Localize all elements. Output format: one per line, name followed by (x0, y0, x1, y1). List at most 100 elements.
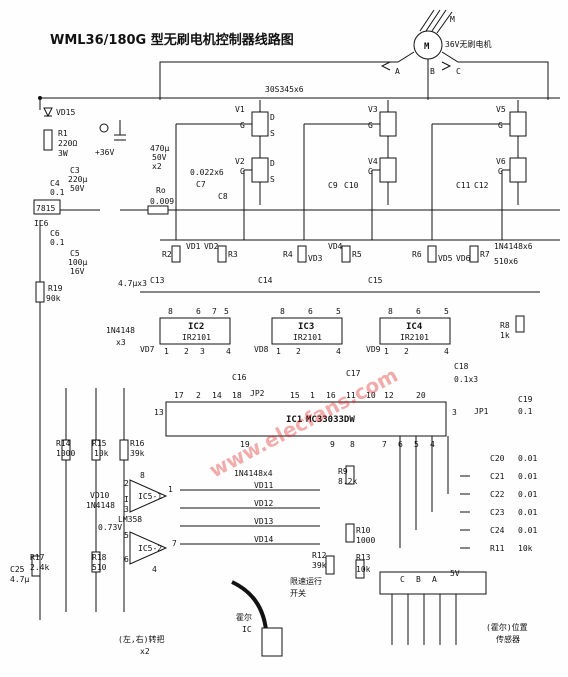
ro-shunt (147, 205, 169, 215)
ic2-pin2: 2 (184, 347, 189, 356)
ic1-pin7: 7 (382, 440, 387, 449)
c16-label: C16 (232, 373, 247, 382)
mosfet-part-label: 30S345x6 (265, 85, 304, 94)
ic3-pin4: 4 (336, 347, 341, 356)
c14-label: C14 (258, 276, 273, 285)
c15-label: C15 (368, 276, 383, 285)
ic1-pin2: 2 (196, 391, 201, 400)
c17-label: C17 (346, 369, 361, 378)
phase-b-label: B (430, 67, 435, 76)
c18-label: C18 (454, 362, 469, 371)
r7-resistor (469, 245, 479, 263)
ic4-pin4: 4 (444, 347, 449, 356)
ic6-label: IC6 (34, 219, 49, 228)
v2-label: V2 (235, 157, 245, 166)
v5-label: V5 (496, 105, 506, 114)
hall-sensor-label-2: 传感器 (496, 634, 520, 644)
r11-value: 10k (518, 544, 533, 553)
r1-value: 220Ω (58, 139, 77, 148)
ic2-pin5: 5 (224, 307, 229, 316)
r18-value: 510 (92, 563, 107, 572)
c22-value: 0.01 (518, 490, 537, 499)
r13-value: 10k (356, 565, 371, 574)
vd7-label: VD7 (140, 345, 155, 354)
r10-resistor (345, 523, 355, 543)
throttle-qty: x2 (140, 647, 150, 656)
bulk-cap-voltage: 50V (152, 153, 167, 162)
v4-gate: G (368, 167, 373, 176)
r14-label: R14 (56, 439, 71, 448)
c23-label: C23 (490, 508, 505, 517)
r6-resistor (427, 245, 437, 263)
c11-label: C11 (456, 181, 471, 190)
vd14-label: VD14 (254, 535, 273, 544)
ic5-1-label: IC5-1 (138, 492, 162, 501)
ic1-pin19: 19 (240, 440, 250, 449)
ic5-2-label: IC5-2 (138, 544, 162, 553)
ic3-pin8: 8 (280, 307, 285, 316)
r16-resistor (119, 439, 129, 461)
hall-ic-label-2: IC (242, 625, 252, 634)
ic1-pin10: 10 (366, 391, 376, 400)
power-rails (39, 97, 560, 211)
ic3-pin2: 2 (296, 347, 301, 356)
ic1-pin15: 15 (290, 391, 300, 400)
c9-label: C9 (328, 181, 338, 190)
motor-label: M (450, 15, 455, 24)
r17-label: R17 (30, 553, 45, 562)
hall-pin-b: B (416, 575, 421, 584)
r12-value: 39k (312, 561, 327, 570)
v2-gate: G (240, 167, 245, 176)
r9-value: 8.2k (338, 477, 357, 486)
mosfet-v4 (379, 157, 397, 183)
vd3-label: VD3 (308, 254, 323, 263)
junction (38, 96, 42, 100)
opamp-label: LM358 (118, 515, 142, 524)
c19-value: 0.1 (518, 407, 533, 416)
vd13-label: VD13 (254, 517, 273, 526)
r15-label: R15 (92, 439, 107, 448)
r4-resistor (297, 245, 307, 263)
r10-label: R10 (356, 526, 371, 535)
c24-value: 0.01 (518, 526, 537, 535)
ic2-pin1: 1 (164, 347, 169, 356)
ic3-box (271, 317, 343, 345)
ic2-pin6: 6 (196, 307, 201, 316)
v6-gate: G (498, 167, 503, 176)
c21-label: C21 (490, 472, 505, 481)
c13-label: C13 (150, 276, 165, 285)
boot-diode-qty: x3 (116, 338, 126, 347)
phase-c-label: C (456, 67, 461, 76)
r14-resistor (61, 439, 71, 461)
r1-rating: 3W (58, 149, 68, 158)
ic3-pin5: 5 (336, 307, 341, 316)
hall-pin-a: A (432, 575, 437, 584)
bulk-cap-qty: x2 (152, 162, 162, 171)
ic3-label: IC3 (298, 322, 314, 332)
opamp-pin8: 8 (140, 471, 145, 480)
v1-gate: G (240, 121, 245, 130)
mosfet-v6 (509, 157, 527, 183)
vd8-label: VD8 (254, 345, 269, 354)
r5-label: R5 (352, 250, 362, 259)
ic3-pin6: 6 (308, 307, 313, 316)
c23-value: 0.01 (518, 508, 537, 517)
c3-voltage: 50V (70, 184, 85, 193)
phase-arrows (380, 61, 452, 71)
diode-spec: 1N4148x6 (494, 242, 533, 251)
vd15-label: VD15 (56, 108, 75, 117)
supply-terminal (99, 123, 109, 133)
r2-resistor (171, 245, 181, 263)
c4-value: 0.1 (50, 188, 65, 197)
opamp-pin3: 3 (124, 505, 129, 514)
gate-wires (175, 123, 510, 240)
r1-resistor (43, 129, 53, 151)
vd12-label: VD12 (254, 499, 273, 508)
power-section: 30S345x6 VD15 R1 220Ω 3W +36V C3 220μ 50… (33, 85, 489, 276)
left-section: R19 90k R14 1000 R15 10k R16 39k R17 2.4… (10, 220, 177, 620)
ic2-label: IC2 (188, 322, 204, 332)
sensor-filter-caps: C20 0.01 C21 0.01 C22 0.01 C23 0.01 C24 … (399, 436, 537, 553)
ic3-part: IR2101 (293, 333, 322, 342)
controller-ic: IC1 MC33033DW JP2 JP1 13 3 C19 0.1 R8 1k… (154, 315, 533, 449)
